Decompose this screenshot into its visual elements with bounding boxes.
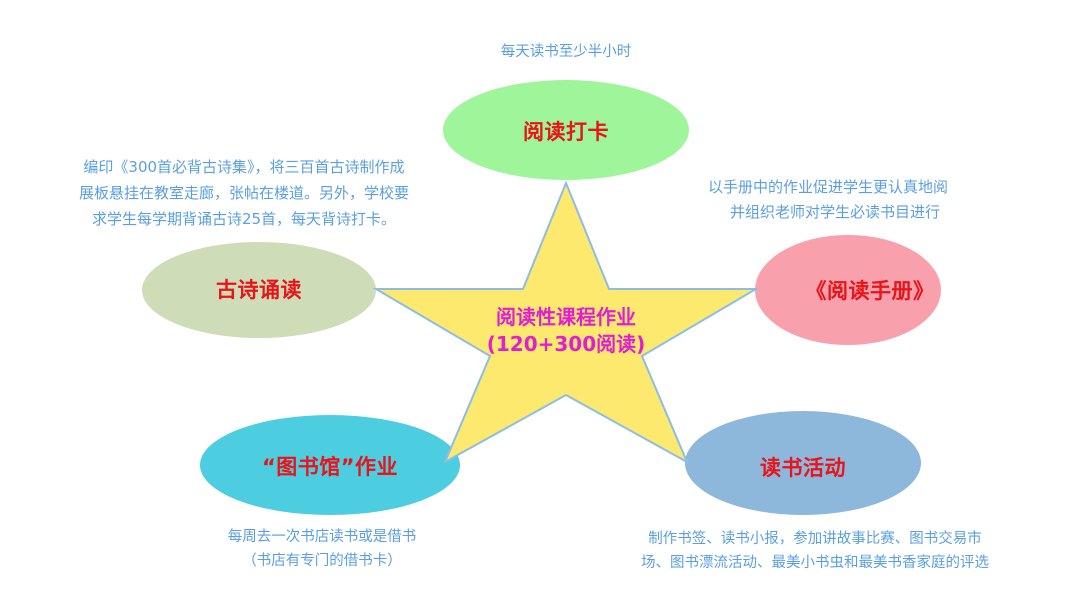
node-bottom-right-label: 读书活动 — [760, 456, 846, 480]
node-bottom-right-description: 制作书签、读书小报，参加讲故事比赛、图书交易市 场、图书漂流活动、最美小书虫和最… — [641, 527, 989, 575]
description-line: 并组织老师对学生必读书目进行 — [730, 203, 941, 221]
node-right-ellipse — [755, 235, 941, 345]
node-left-label: 古诗诵读 — [216, 278, 302, 302]
node-top-label: 阅读打卡 — [523, 120, 609, 144]
center-label: 阅读性课程作业 (120+300阅读) — [487, 304, 646, 358]
description-line: 求学生每学期背诵古诗25首，每天背诗打卡。 — [91, 210, 397, 228]
center-star-shape — [372, 180, 760, 465]
node-top-description: 每天读书至少半小时 — [501, 40, 632, 64]
node-left-ellipse — [142, 242, 376, 338]
center-label-line2: (120+300阅读) — [486, 332, 646, 356]
node-bottom-right-ellipse — [685, 411, 921, 515]
node-right-description: 以手册中的作业促进学生更认真地阅 并组织老师对学生必读书目进行 — [706, 175, 996, 225]
node-bottom-left-ellipse — [200, 415, 460, 515]
description-line: 制作书签、读书小报，参加讲故事比赛、图书交易市 — [648, 531, 982, 547]
node-right-label: 《阅读手册》 — [805, 279, 935, 303]
node-bottom-left-label: “图书馆”作业 — [261, 455, 399, 479]
node-left-description: 编印《300首必背古诗集》，将三百首古诗制作成 展板悬挂在教室走廊，张帖在楼道。… — [79, 154, 409, 232]
description-line: 编印《300首必背古诗集》，将三百首古诗制作成 — [83, 158, 405, 176]
description-line: 每周去一次书店读书或是借书 — [227, 529, 417, 545]
description-line: 展板悬挂在教室走廊，张帖在楼道。另外，学校要 — [78, 184, 410, 202]
node-top-ellipse — [443, 80, 689, 180]
description-line: （书店有专门的借书卡） — [242, 553, 402, 569]
node-bottom-left-description: 每周去一次书店读书或是借书 （书店有专门的借书卡） — [228, 525, 417, 573]
description-line: 每天读书至少半小时 — [500, 44, 632, 60]
description-line: 场、图书漂流活动、最美小书虫和最美书香家庭的评选 — [641, 555, 989, 571]
center-label-line1: 阅读性课程作业 — [495, 305, 636, 329]
description-line: 以手册中的作业促进学生更认真地阅 — [708, 178, 949, 196]
